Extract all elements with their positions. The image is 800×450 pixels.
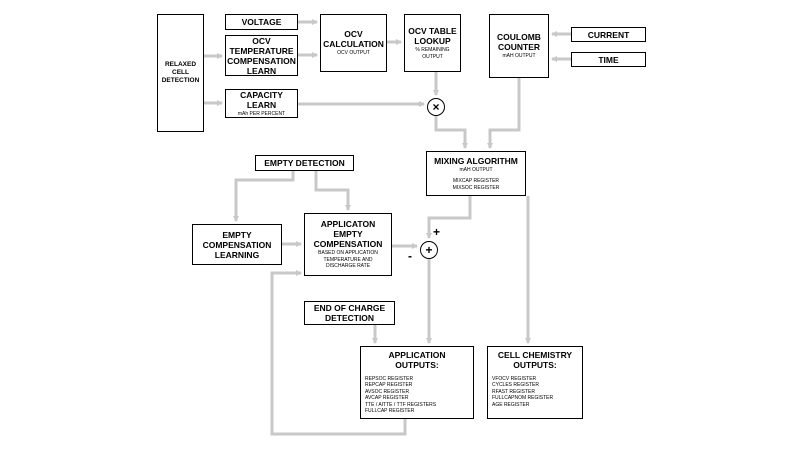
application-outputs-block: APPLICATION OUTPUTS: REPSOC REGISTER REP… [360,346,474,419]
sum-node: + [420,241,438,259]
ocv-calculation-title: OCV CALCULATION [323,29,384,50]
age-register: AGE REGISTER [492,401,530,408]
wire-empty-det-to-app-comp [314,171,351,211]
coulomb-counter-subtitle: mAH OUTPUT [502,53,536,60]
mixing-algorithm-block: MIXING ALGORITHM mAH OUTPUT MIXCAP REGIS… [426,151,526,196]
ocv-table-lookup-subtitle: % REMAINING OUTPUT [415,47,450,60]
ocv-temperature-compensation-block: OCV TEMPERATURE COMPENSATION LEARN [225,35,298,76]
cell-chemistry-register-list: VFOCV REGISTER CYCLES REGISTER RFAST REG… [492,376,553,408]
application-empty-compensation-subtitle: BASED ON APPLICATION TEMPERATURE AND DIS… [318,250,378,270]
wire-feedback-loop [270,270,407,436]
sum-plus-sign: + [433,225,441,239]
current-block: CURRENT [571,27,646,42]
ocv-temperature-compensation-label: OCV TEMPERATURE COMPENSATION LEARN [227,35,296,76]
ocv-table-lookup-block: OCV TABLE LOOKUP % REMAINING OUTPUT [404,14,461,72]
application-empty-compensation-block: APPLICATON EMPTY COMPENSATION BASED ON A… [304,213,392,276]
application-outputs-register-list: REPSOC REGISTER REPCAP REGISTER AVSOC RE… [365,376,436,414]
mixsoc-register: MIXSOC REGISTER [452,184,500,191]
ocv-calculation-subtitle: OCV OUTPUT [337,50,370,57]
cell-chemistry-outputs-title: CELL CHEMISTRY OUTPUTS: [497,350,573,370]
mixing-algorithm-subtitle: mAH OUTPUT [459,166,493,173]
repcap-register: REPCAP REGISTER [365,382,413,389]
avcap-register: AVCAP REGISTER [365,395,409,402]
application-empty-compensation-title: APPLICATON EMPTY COMPENSATION [313,219,383,250]
vfocv-register: VFOCV REGISTER [492,376,537,382]
wire-multiply-to-mixing [434,116,468,149]
capacity-learn-title: CAPACITY LEARN [240,89,283,110]
tte-registers: TTE / AITTE / TTF REGISTERS [365,401,437,408]
cycles-register: CYCLES REGISTER [492,382,539,389]
fullcapnom-register: FULLCAPNOM REGISTER [492,395,554,402]
end-of-charge-detection-block: END OF CHARGE DETECTION [304,301,395,325]
empty-compensation-learning-label: EMPTY COMPENSATION LEARNING [202,229,272,260]
time-label: TIME [598,54,619,65]
sum-minus-sign: - [408,249,412,263]
sum-symbol: + [425,243,433,257]
fullcap-register: FULLCAP REGISTER [365,408,415,415]
empty-compensation-learning-block: EMPTY COMPENSATION LEARNING [192,224,282,265]
voltage-block: VOLTAGE [225,14,298,30]
empty-detection-label: EMPTY DETECTION [264,158,345,168]
wire-coulomb-to-mixing [487,78,521,149]
empty-detection-block: EMPTY DETECTION [255,155,354,171]
mixing-algorithm-title: MIXING ALGORITHM [434,155,518,166]
rfast-register: RFAST REGISTER [492,388,535,395]
time-block: TIME [571,52,646,67]
repsoc-register: REPSOC REGISTER [365,376,414,382]
ocv-calculation-block: OCV CALCULATION OCV OUTPUT [320,14,387,72]
end-of-charge-detection-label: END OF CHARGE DETECTION [313,303,386,323]
mixcap-register: MIXCAP REGISTER [452,178,500,185]
relaxed-cell-detection-label: RELAXED CELL DETECTION [161,61,200,84]
capacity-learn-subtitle: mAh PER PERCENT [237,110,286,117]
current-label: CURRENT [587,29,630,40]
voltage-label: VOLTAGE [241,17,282,27]
capacity-learn-block: CAPACITY LEARN mAh PER PERCENT [225,89,298,118]
coulomb-counter-title: COULOMB COUNTER [497,32,541,53]
wire-mixing-to-sum [426,196,472,239]
ocv-table-lookup-title: OCV TABLE LOOKUP [408,26,457,46]
multiply-node: × [427,98,445,116]
relaxed-cell-detection-block: RELAXED CELL DETECTION [157,14,204,132]
wire-empty-det-to-learning [233,171,295,222]
coulomb-counter-block: COULOMB COUNTER mAH OUTPUT [489,14,549,78]
multiply-symbol: × [432,100,440,114]
avsoc-register: AVSOC REGISTER [365,388,410,395]
cell-chemistry-outputs-block: CELL CHEMISTRY OUTPUTS: VFOCV REGISTER C… [487,346,583,419]
application-outputs-title: APPLICATION OUTPUTS: [388,350,446,370]
